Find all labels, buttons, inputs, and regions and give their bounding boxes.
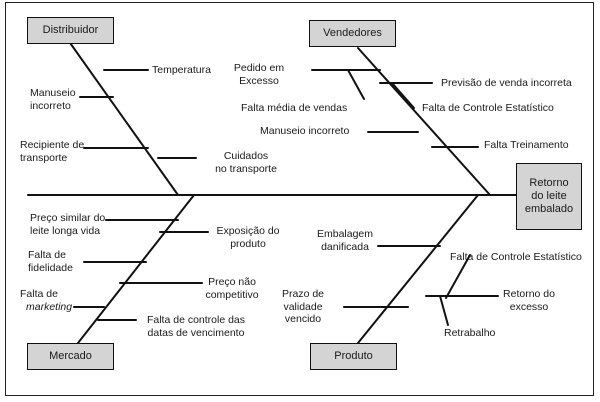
sub-falta-controle-vend [391,82,415,109]
category-box-mercado: Mercado [27,343,114,370]
cause-controle-datas: Falta de controle das datas de venciment… [146,314,246,339]
cause-cuidados: Cuidados no transporte [215,150,277,175]
cause-retorno-excesso: Retorno do excesso [503,288,555,313]
cause-manuseio-distribuidor: Manuseio incorreto [30,87,76,112]
cause-embalagem: Embalagem danificada [316,228,374,253]
cause-falta-controle-produto: Falta de Controle Estatístico [450,251,582,263]
category-box-vendedores: Vendedores [309,20,396,47]
effect-box: Retorno do leite embalado [516,163,582,230]
cause-retrabalho: Retrabalho [444,327,496,339]
effect-line-1: Retorno [529,177,569,189]
cause-manuseio-vendedores: Manuseio incorreto [260,125,350,137]
cause-treinamento: Falta Treinamento [484,139,569,151]
category-box-distribuidor: Distribuidor [27,17,114,44]
sub-retrabalho [439,295,449,326]
bone-distribuidor [67,39,179,196]
cause-falta-controle-vendedores: Falta de Controle Estatístico [422,102,554,114]
category-label-distribuidor: Distribuidor [42,24,99,36]
category-label-vendedores: Vendedores [323,27,382,39]
cause-pedido-excesso: Pedido em Excesso [233,62,285,87]
bone-vendedores [357,47,491,196]
cause-marketing: Falta de marketing [20,288,73,313]
cause-preco-similar: Preço similar do leite longa vida [30,212,106,237]
effect-line-3: embalado [524,203,574,215]
category-box-produto: Produto [310,343,397,370]
cause-fidelidade: Falta de fidelidade [28,249,73,274]
sub-falta-controle-prod [445,254,471,299]
cause-recipiente: Recipiente de transporte [20,139,85,164]
cause-previsao: Previsão de venda incorreta [441,77,572,89]
diagram-frame [5,2,594,396]
bone-produto [357,194,479,344]
cause-temperatura: Temperatura [152,64,211,76]
effect-line-2: do leite [531,190,567,202]
category-label-produto: Produto [334,350,373,362]
cause-falta-media: Falta média de vendas [241,102,348,114]
category-label-mercado: Mercado [49,350,92,362]
sub-falta-media [347,69,365,100]
cause-exposicao: Exposição do produto [216,225,280,250]
cause-prazo: Prazo de validade vencido [281,288,325,325]
cause-preco-nao: Preço não competitivo [205,276,259,301]
